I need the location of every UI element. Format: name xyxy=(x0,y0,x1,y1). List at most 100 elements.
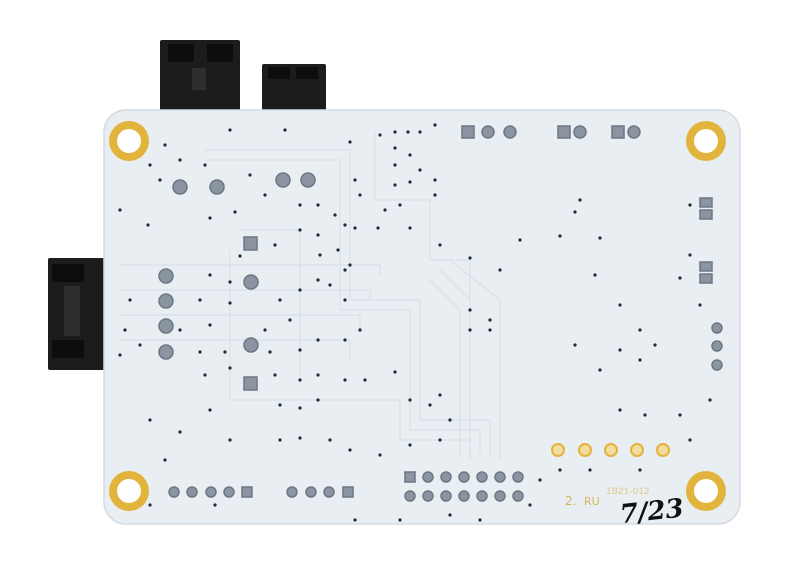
via-dot xyxy=(268,350,272,354)
via-dot xyxy=(678,413,682,417)
via-dot xyxy=(343,378,347,382)
handwritten-date: 7/23 xyxy=(619,494,686,531)
via-dot xyxy=(208,216,212,220)
via-dot xyxy=(163,458,167,462)
via-dot xyxy=(643,413,647,417)
via-dot xyxy=(393,183,397,187)
via-dot xyxy=(638,468,642,472)
via-dot xyxy=(178,158,182,162)
via-dot xyxy=(378,133,382,137)
mounting-hole-top-left xyxy=(109,121,149,161)
via-dot xyxy=(408,180,412,184)
via-dot xyxy=(316,278,320,282)
via-dot xyxy=(598,368,602,372)
via-dot xyxy=(528,503,532,507)
via-dot xyxy=(228,301,232,305)
gold-pad-row xyxy=(551,443,670,457)
via-dot xyxy=(488,328,492,332)
via-dot xyxy=(638,328,642,332)
via-dot xyxy=(378,453,382,457)
via-dot xyxy=(393,370,397,374)
via-dot xyxy=(698,303,702,307)
pin-column-right xyxy=(699,197,723,371)
via-dot xyxy=(316,398,320,402)
via-dot xyxy=(348,140,352,144)
via-dot xyxy=(448,418,452,422)
via-dot xyxy=(438,243,442,247)
via-dot xyxy=(146,223,150,227)
via-dot xyxy=(678,276,682,280)
via-dot xyxy=(353,178,357,182)
via-dot xyxy=(408,443,412,447)
pin-row-bottom-left xyxy=(168,486,354,498)
via-dot xyxy=(273,373,277,377)
via-dot xyxy=(148,418,152,422)
via-dot xyxy=(336,248,340,252)
via-dot xyxy=(688,253,692,257)
via-dot xyxy=(478,518,482,522)
via-dot xyxy=(578,198,582,202)
via-dot xyxy=(298,203,302,207)
via-dot xyxy=(618,408,622,412)
via-dot xyxy=(228,128,232,132)
via-dot xyxy=(208,273,212,277)
via-dot xyxy=(408,153,412,157)
via-dot xyxy=(148,503,152,507)
via-dot xyxy=(298,228,302,232)
via-dot xyxy=(263,328,267,332)
via-dot xyxy=(598,236,602,240)
via-dot xyxy=(433,178,437,182)
via-dot xyxy=(688,203,692,207)
via-dot xyxy=(408,398,412,402)
cert-mark: RU xyxy=(584,495,600,508)
via-dot xyxy=(208,323,212,327)
via-dot xyxy=(393,163,397,167)
left-connector xyxy=(48,258,106,370)
via-dots xyxy=(118,123,712,522)
via-dot xyxy=(376,226,380,230)
via-dot xyxy=(228,280,232,284)
via-dot xyxy=(558,468,562,472)
via-dot xyxy=(573,210,577,214)
via-dot xyxy=(203,373,207,377)
via-dot xyxy=(223,350,227,354)
via-dot xyxy=(178,328,182,332)
pin-header-bottom-center xyxy=(404,471,524,502)
via-dot xyxy=(328,438,332,442)
via-dot xyxy=(316,338,320,342)
via-dot xyxy=(343,223,347,227)
via-dot xyxy=(468,256,472,260)
via-dot xyxy=(353,518,357,522)
via-dot xyxy=(203,163,207,167)
via-dot xyxy=(198,298,202,302)
via-dot xyxy=(278,438,282,442)
via-dot xyxy=(208,408,212,412)
via-dot xyxy=(348,263,352,267)
via-dot xyxy=(653,343,657,347)
via-dot xyxy=(343,338,347,342)
via-dot xyxy=(178,430,182,434)
via-dot xyxy=(213,503,217,507)
via-dot xyxy=(278,298,282,302)
via-dot xyxy=(418,130,422,134)
via-dot xyxy=(238,254,242,258)
via-dot xyxy=(233,210,237,214)
via-dot xyxy=(358,328,362,332)
via-dot xyxy=(343,298,347,302)
via-dot xyxy=(708,398,712,402)
via-dot xyxy=(163,143,167,147)
revision-text: 2. xyxy=(565,494,576,508)
via-dot xyxy=(438,393,442,397)
via-dot xyxy=(138,343,142,347)
via-dot xyxy=(328,283,332,287)
via-dot xyxy=(438,438,442,442)
faint-code-text: 1B21-012 xyxy=(606,487,650,497)
pin-row-top-center xyxy=(461,125,641,139)
via-dot xyxy=(406,130,410,134)
via-dot xyxy=(273,243,277,247)
via-dot xyxy=(558,234,562,238)
mounting-hole-bottom-left xyxy=(109,471,149,511)
via-dot xyxy=(618,348,622,352)
via-dot xyxy=(123,328,127,332)
via-dot xyxy=(298,436,302,440)
